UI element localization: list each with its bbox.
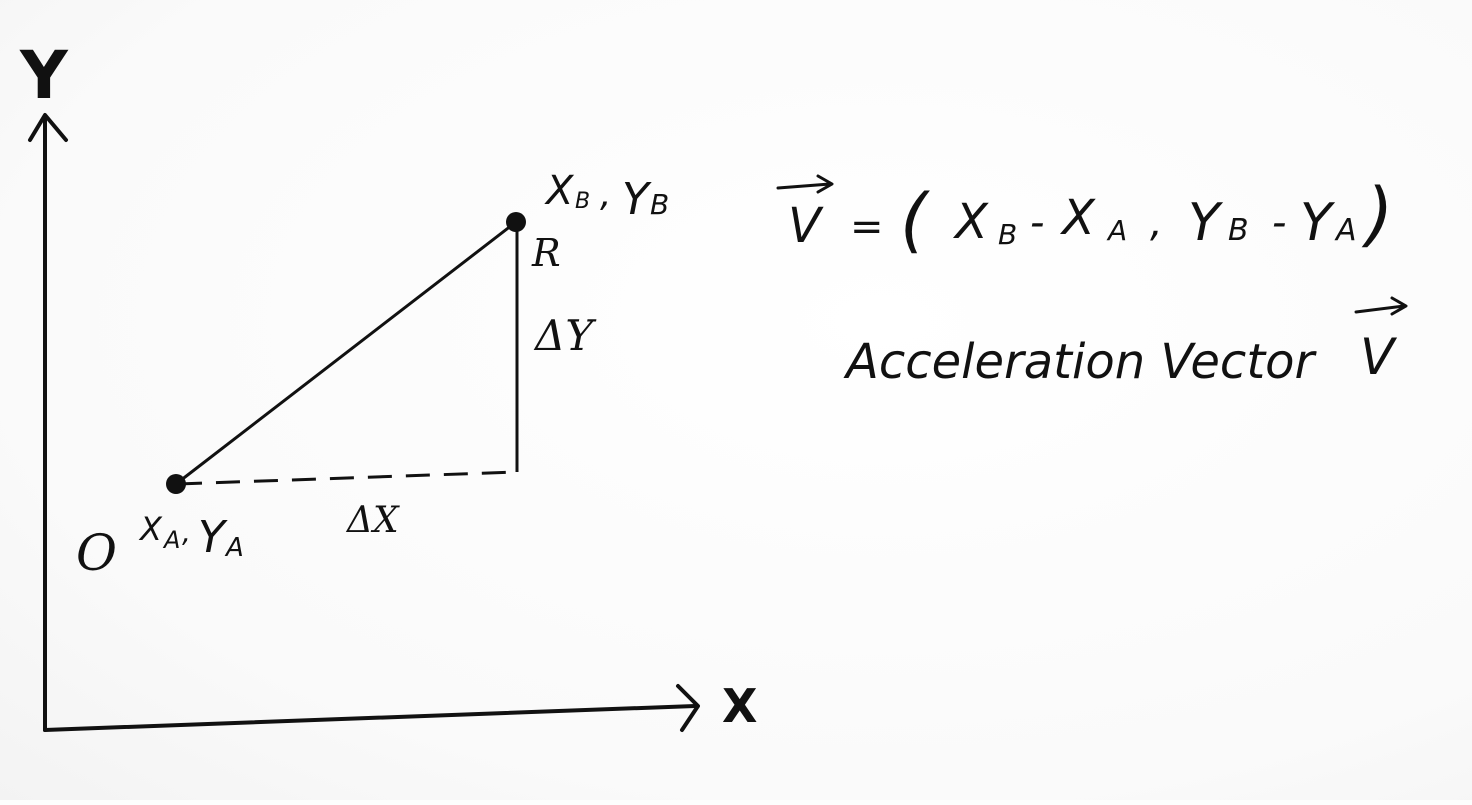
point-b-x-sub: B	[575, 189, 590, 214]
delta-x-label: ΔX	[345, 500, 400, 541]
equation-xb: X	[952, 194, 989, 250]
y-axis-arrowhead	[28, 113, 68, 142]
angle-mark: R	[531, 231, 561, 275]
point-b-label: X B , Y B	[544, 168, 669, 225]
caption-vector-arrow	[1354, 296, 1408, 316]
equation-xb-sub: B	[998, 218, 1017, 251]
point-a-sep: ,	[182, 516, 191, 549]
equation-close-paren: )	[1361, 173, 1393, 255]
point-b-y: Y	[622, 174, 652, 225]
equation-open-paren: (	[900, 179, 930, 261]
caption: Acceleration Vector V	[843, 296, 1408, 390]
equation-yb: Y	[1188, 193, 1224, 253]
equation-yb-sub: B	[1228, 213, 1249, 248]
equation-equals: =	[850, 204, 884, 250]
point-b-y-sub: B	[650, 188, 669, 221]
vector-equation: V = ( X B - X A , Y B - Y A )	[776, 173, 1393, 261]
point-a	[166, 474, 186, 494]
point-a-x: X	[138, 510, 163, 548]
caption-vector: V	[1360, 328, 1398, 386]
caption-text: Acceleration Vector	[843, 334, 1318, 390]
delta-y-label: ΔY	[533, 311, 597, 360]
point-a-label: X A , Y A	[138, 510, 244, 563]
point-b	[506, 212, 526, 232]
delta-x-line	[177, 470, 517, 486]
point-a-y-sub: A	[224, 533, 244, 563]
equation-vector-arrow	[776, 174, 834, 194]
equation-minus-2: -	[1272, 200, 1286, 246]
equation-ya: Y	[1300, 193, 1336, 253]
equation-xa-sub: A	[1106, 214, 1127, 247]
x-axis-arrowhead	[676, 684, 700, 732]
point-b-sep: ,	[600, 174, 611, 215]
point-a-y: Y	[198, 512, 228, 563]
y-axis-label: Y	[19, 37, 69, 114]
x-axis-label: X	[722, 679, 757, 733]
equation-lhs: V	[788, 198, 824, 254]
point-b-x: X	[544, 168, 575, 214]
origin-label: O	[76, 524, 117, 582]
point-a-x-sub: A	[162, 526, 180, 554]
vector-line	[175, 220, 517, 486]
equation-ya-sub: A	[1334, 213, 1357, 248]
x-axis	[43, 704, 697, 732]
equation-minus-1: -	[1030, 200, 1044, 246]
equation-xa: X	[1059, 190, 1096, 246]
equation-comma: ,	[1150, 200, 1163, 246]
